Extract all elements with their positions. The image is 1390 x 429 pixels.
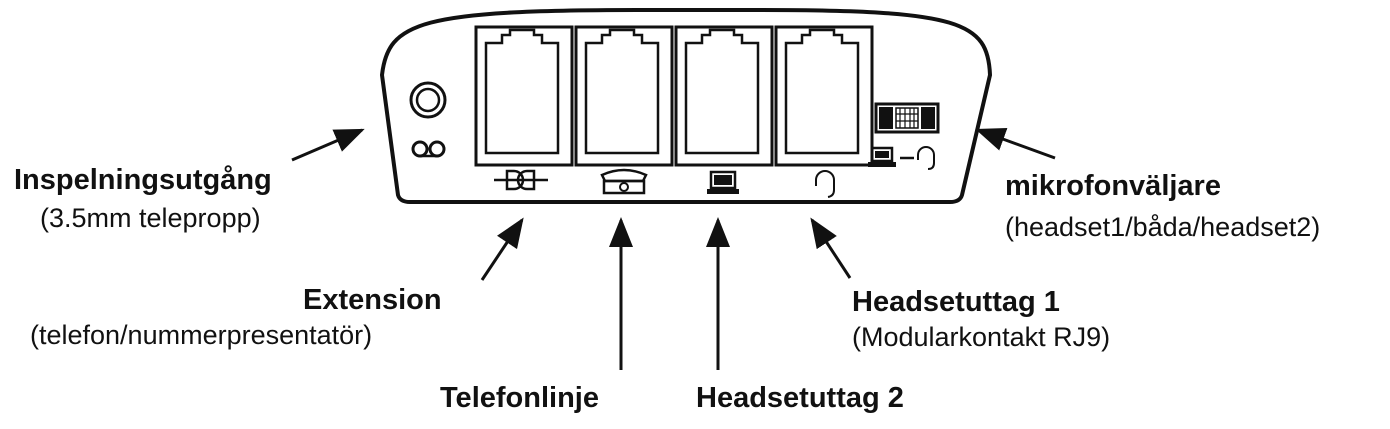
headset-port-1: [774, 25, 874, 167]
arrow-mic-selector: [975, 127, 1056, 160]
extension-label: Extension: [303, 284, 442, 316]
arrow-recording-output: [291, 128, 365, 162]
mic-selector-detail: (headset1/båda/headset2): [1005, 212, 1321, 242]
computer-icon: [707, 170, 739, 194]
recording-output-label: Inspelningsutgång: [14, 164, 272, 196]
phone-line-label: Telefonlinje: [440, 382, 599, 414]
headset-port-2: [674, 25, 774, 167]
headset-jack-1-label: Headsetuttag 1: [852, 286, 1060, 318]
headset-icon: [815, 170, 835, 198]
arrow-extension: [480, 217, 524, 281]
cassette-icon: [411, 140, 446, 158]
phone-line-port: [574, 25, 674, 167]
recording-output-detail: (3.5mm telepropp): [40, 203, 261, 233]
mic-selector-label: mikrofonväljare: [1005, 170, 1221, 202]
headset-jack-2-label: Headsetuttag 2: [696, 382, 904, 414]
plug-connector-icon: [494, 169, 548, 191]
mic-selector-switch: [874, 102, 940, 134]
recording-jack: [409, 81, 447, 119]
extension-detail: (telefon/nummerpresentatör): [30, 320, 373, 350]
headset-jack-1-detail: (Modularkontakt RJ9): [852, 322, 1111, 352]
computer-headset-switch-icon: [868, 146, 935, 170]
telephone-icon: [600, 168, 648, 195]
extension-port: [474, 25, 574, 167]
arrow-headset-jack-1: [810, 217, 852, 279]
